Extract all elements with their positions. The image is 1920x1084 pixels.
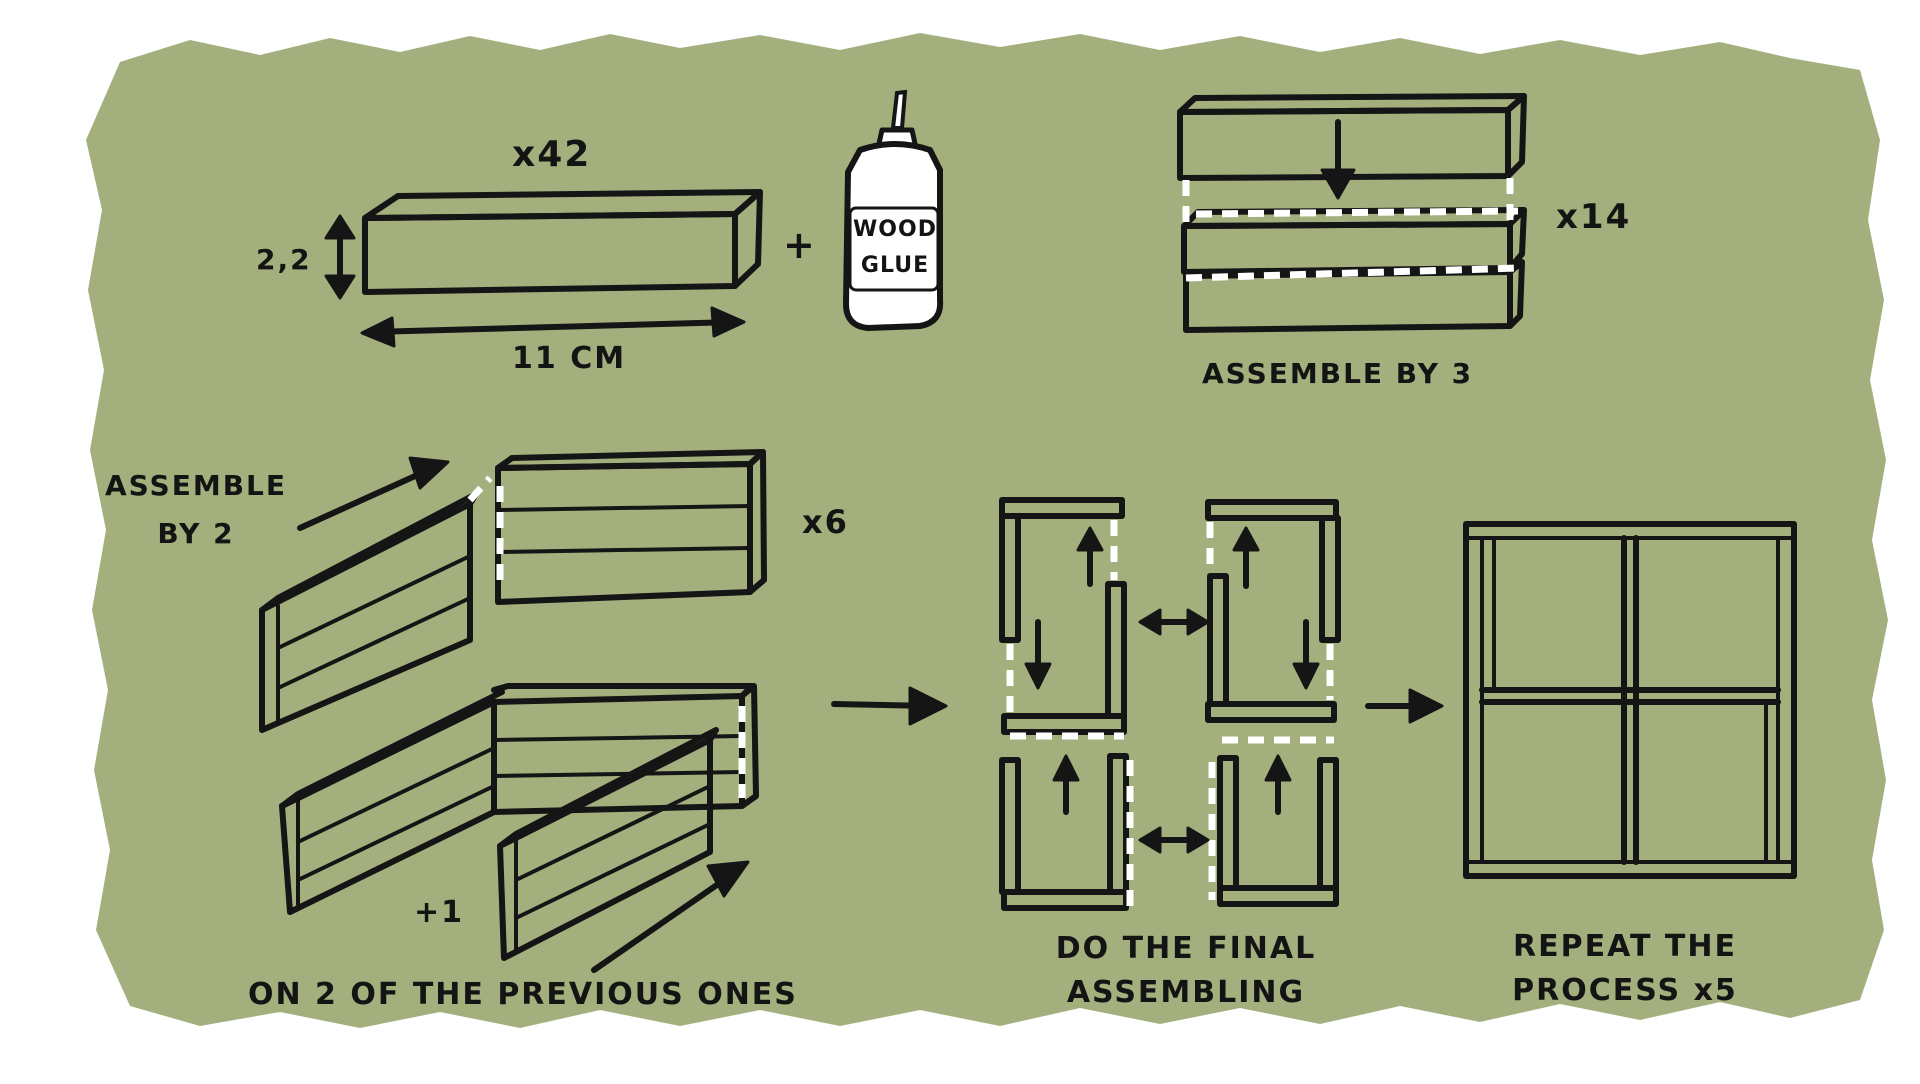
repeat-step-arrow-icon <box>1365 688 1444 724</box>
assemble-by-3-caption: ASSEMBLE BY 3 <box>1202 357 1474 390</box>
assemble-by-2-count: x6 <box>802 503 849 541</box>
completed-frame-figure <box>1463 521 1797 879</box>
final-assembling-figure <box>999 497 1341 911</box>
assemble-by-3-count: x14 <box>1556 197 1632 237</box>
plank-height-label: 2,2 <box>256 243 312 276</box>
assemble-by-2-caption-line2: BY 2 <box>157 517 235 550</box>
plank-icon <box>362 189 763 295</box>
final-assembling-caption-line1: DO THE FINAL <box>1055 931 1317 966</box>
plank-count-label: x42 <box>512 134 592 175</box>
plus-sign: + <box>783 223 817 267</box>
next-step-arrow-icon <box>831 686 948 726</box>
glue-bottle-icon <box>843 89 944 331</box>
previous-ones-caption: ON 2 OF THE PREVIOUS ONES <box>248 977 798 1012</box>
glue-bottle-label-line1: WOOD <box>853 217 937 242</box>
assemble-by-3-figure <box>1177 93 1527 333</box>
repeat-process-caption-line1: REPEAT THE <box>1513 929 1737 964</box>
plank-length-label: 11 CM <box>512 341 627 376</box>
length-arrow-icon <box>360 306 746 348</box>
glue-bottle-label-line2: GLUE <box>860 253 930 278</box>
repeat-process-caption-line2: PROCESS x5 <box>1512 973 1738 1008</box>
assemble-by-2-caption-line1: ASSEMBLE <box>104 469 288 502</box>
height-arrow-icon <box>324 214 356 300</box>
final-assembling-caption-line2: ASSEMBLING <box>1066 975 1306 1010</box>
paper-background <box>86 33 1888 1028</box>
assemble-by-2-figure <box>259 449 767 973</box>
extra-one-label: +1 <box>414 895 465 930</box>
